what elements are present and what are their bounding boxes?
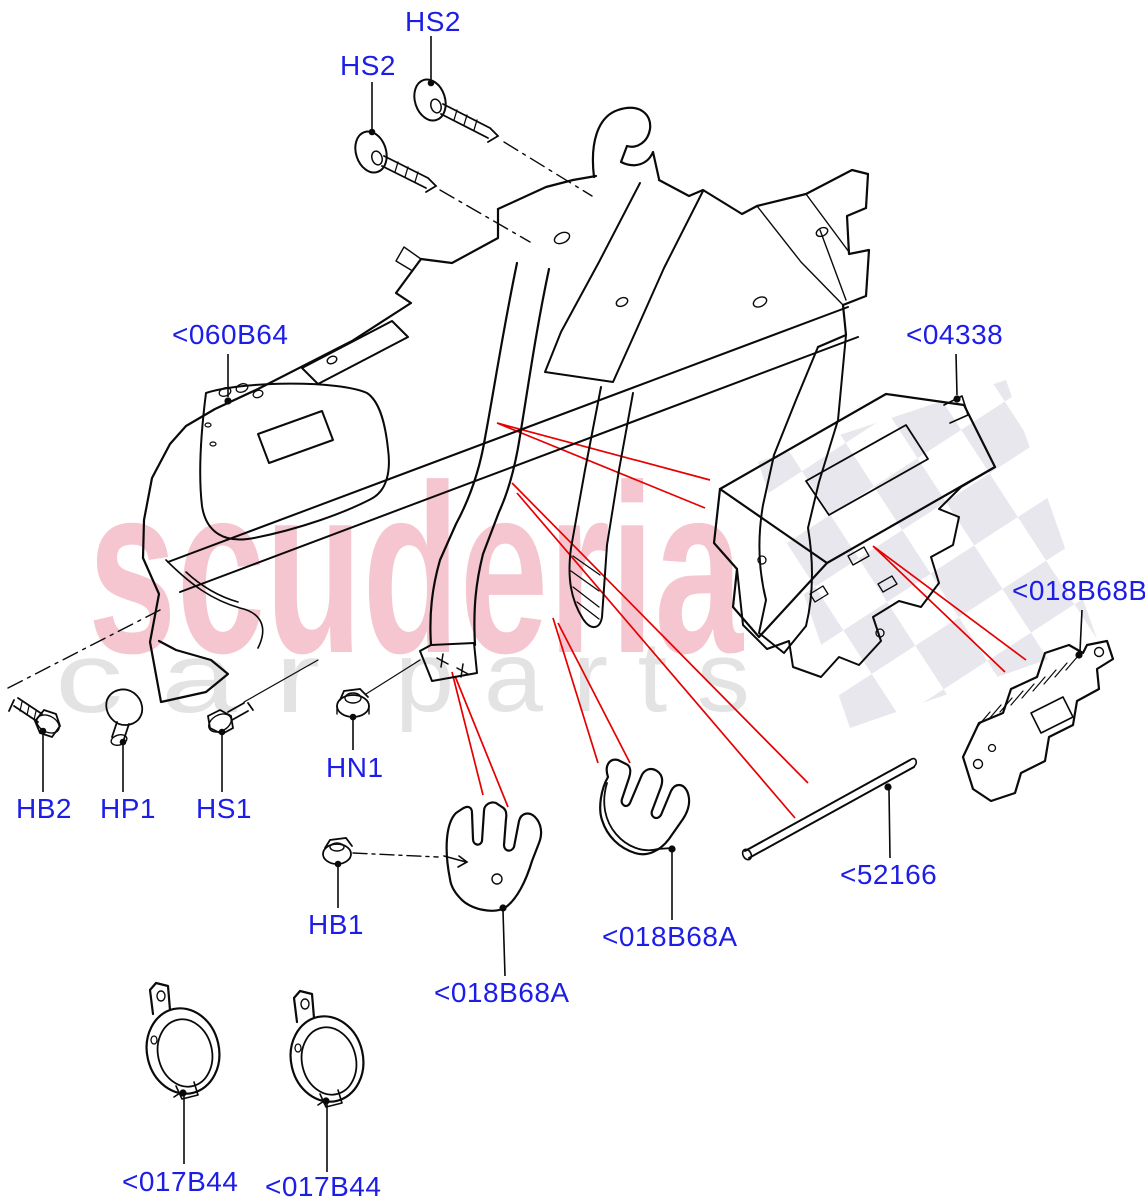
label-leader-lines — [39, 36, 1083, 1172]
label-hb1-nut[interactable]: HB1 — [308, 909, 364, 940]
fastener-hs2-lower — [354, 130, 531, 243]
rod-52166-drawing — [741, 757, 917, 861]
clamp-017b44-right-drawing — [289, 989, 365, 1108]
pointer-lines — [451, 422, 1027, 819]
fastener-hb1 — [322, 837, 469, 868]
label-hs2-lower-screw[interactable]: HS2 — [340, 50, 396, 81]
label-hp1-pin[interactable]: HP1 — [100, 793, 156, 824]
label-hb2-bolt[interactable]: HB2 — [16, 793, 72, 824]
label-hs2-upper-screw[interactable]: HS2 — [405, 6, 461, 37]
bracket-018b68b-drawing — [961, 639, 1115, 803]
label-hs1-screw[interactable]: HS1 — [196, 793, 252, 824]
part-04338-drawing — [712, 392, 997, 678]
fastener-hs2-upper — [413, 78, 593, 197]
label-part-060b64[interactable]: <060B64 — [172, 319, 289, 350]
bracket-018b68a-right-drawing — [599, 758, 691, 856]
label-hn1-nut[interactable]: HN1 — [326, 752, 384, 783]
label-part-52166[interactable]: <52166 — [840, 859, 938, 890]
label-part-017b44-left[interactable]: <017B44 — [122, 1166, 239, 1197]
fastener-hs1 — [207, 659, 319, 736]
watermark-checker-flag — [758, 380, 1098, 728]
label-part-018b68b[interactable]: <018B68B — [1012, 575, 1145, 606]
fastener-hp1 — [105, 688, 144, 746]
clamp-017b44-left-drawing — [145, 981, 221, 1100]
watermark-parts: p a r t s — [395, 621, 750, 733]
watermark-car: c a r — [55, 622, 320, 734]
watermark: scuderia c a r p a r t s — [55, 380, 1098, 734]
label-part-04338[interactable]: <04338 — [906, 319, 1004, 350]
label-part-018b68a-right[interactable]: <018B68A — [602, 921, 738, 952]
label-part-018b68a-left[interactable]: <018B68A — [434, 977, 570, 1008]
label-part-017b44-right[interactable]: <017B44 — [265, 1171, 382, 1200]
main-frame-drawing — [141, 106, 871, 704]
